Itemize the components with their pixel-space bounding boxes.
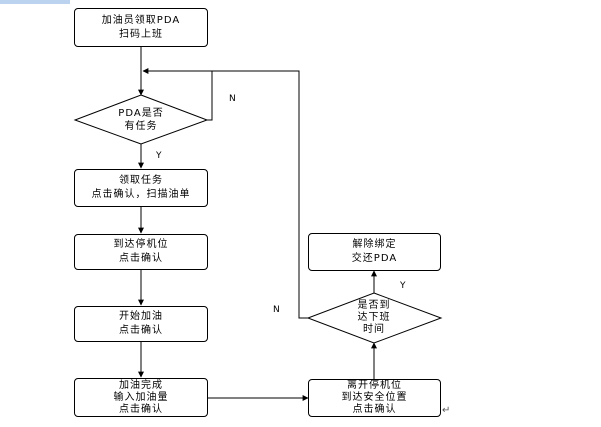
box-unbind-line2: 交还PDA — [351, 253, 398, 264]
box-arrive-line2: 点击确认 — [119, 253, 163, 264]
box-begin-line1: 开始加油 — [119, 311, 163, 322]
box-arrive-line1: 到达停机位 — [113, 239, 169, 250]
arrow-offtime-no-loop — [143, 70, 308, 319]
box-start-line2: 扫码上班 — [119, 28, 163, 40]
box-unbind-line1: 解除绑定 — [352, 239, 397, 250]
decision-has-task-line1: PDA是否 — [118, 108, 164, 119]
box-leave-line1: 离开停机位 — [347, 380, 402, 391]
box-finish: 加油完成 输入加油量 点击确认 — [74, 378, 208, 417]
decision-off-time-line2: 达下班 — [357, 312, 391, 323]
box-leave-line2: 到达安全位置 — [341, 392, 408, 403]
box-take-task: 领取任务 点击确认，扫描油单 — [74, 169, 208, 207]
decision-has-task-text: PDA是否 有任务 — [95, 104, 187, 136]
top-accent-bar — [0, 0, 70, 4]
box-begin-line2: 点击确认 — [119, 325, 163, 336]
decision-off-time-shape — [306, 292, 443, 344]
box-unbind: 解除绑定 交还PDA — [308, 233, 441, 271]
box-leave-line3: 点击确认 — [352, 404, 397, 415]
box-finish-line2: 输入加油量 — [113, 391, 169, 403]
label-no-offtime: N — [273, 305, 280, 315]
label-yes-offtime: Y — [400, 281, 406, 291]
box-start: 加油员领取PDA 扫码上班 — [74, 8, 208, 47]
box-finish-line3: 点击确认 — [119, 403, 163, 415]
box-leave: 离开停机位 到达安全位置 点击确认 — [308, 379, 441, 417]
decision-has-task-shape — [73, 94, 209, 145]
box-arrive: 到达停机位 点击确认 — [74, 234, 208, 270]
label-no-task: N — [229, 94, 236, 104]
box-begin: 开始加油 点击确认 — [74, 306, 208, 342]
decision-has-task-line2: 有任务 — [124, 121, 158, 132]
label-yes-task: Y — [156, 151, 162, 161]
box-take-task-line2: 点击确认，扫描油单 — [91, 189, 191, 200]
paragraph-mark: ↵ — [442, 405, 451, 416]
decision-off-time-line1: 是否到 — [357, 300, 391, 311]
decision-off-time-text: 是否到 达下班 时间 — [338, 298, 410, 338]
box-finish-line1: 加油完成 — [119, 379, 163, 391]
box-take-task-line1: 领取任务 — [119, 175, 163, 186]
box-start-line1: 加油员领取PDA — [101, 14, 181, 26]
decision-off-time-line3: 时间 — [363, 324, 385, 335]
